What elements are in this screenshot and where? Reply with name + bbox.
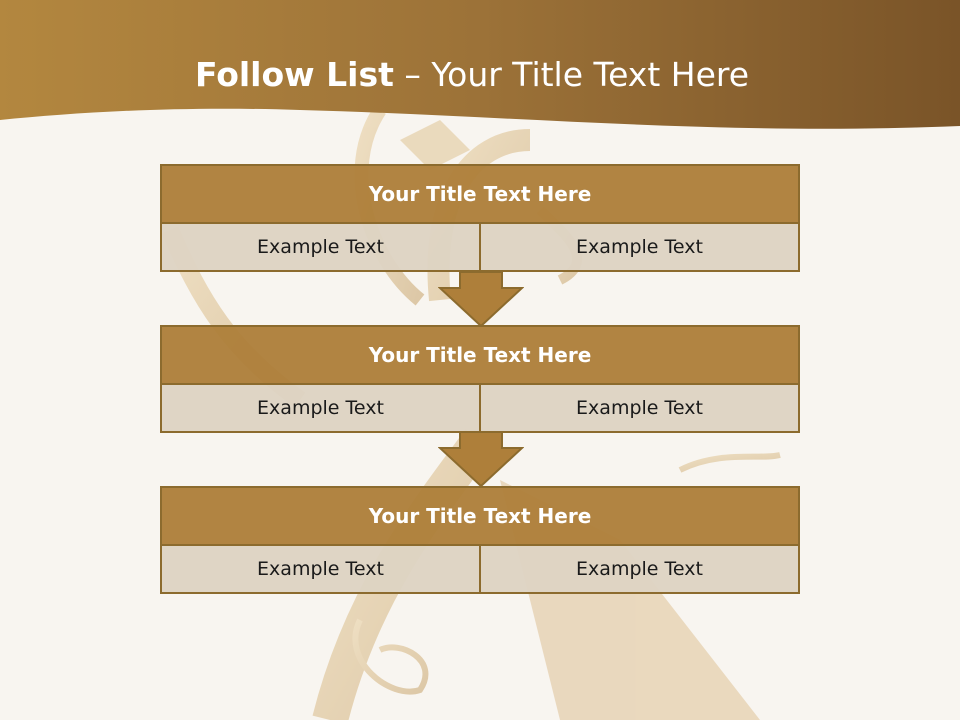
block-cell-left: Example Text [162, 546, 479, 592]
list-block-3: Your Title Text Here Example Text Exampl… [160, 486, 800, 594]
down-arrow-icon [438, 432, 524, 488]
block-title: Your Title Text Here [162, 488, 798, 546]
header-band [0, 0, 960, 129]
slide-title: Follow List – Your Title Text Here [0, 55, 944, 94]
slide-title-bold: Follow List [194, 55, 394, 94]
block-title: Your Title Text Here [162, 166, 798, 224]
block-cell-right: Example Text [479, 224, 798, 270]
list-block-1: Your Title Text Here Example Text Exampl… [160, 164, 800, 272]
list-block-2: Your Title Text Here Example Text Exampl… [160, 325, 800, 433]
block-cell-left: Example Text [162, 385, 479, 431]
block-row: Example Text Example Text [162, 224, 798, 270]
block-title: Your Title Text Here [162, 327, 798, 385]
slide-title-rest: – Your Title Text Here [393, 55, 750, 94]
block-cell-left: Example Text [162, 224, 479, 270]
block-row: Example Text Example Text [162, 385, 798, 431]
block-cell-right: Example Text [479, 546, 798, 592]
block-cell-right: Example Text [479, 385, 798, 431]
down-arrow-icon [438, 272, 524, 328]
block-row: Example Text Example Text [162, 546, 798, 592]
